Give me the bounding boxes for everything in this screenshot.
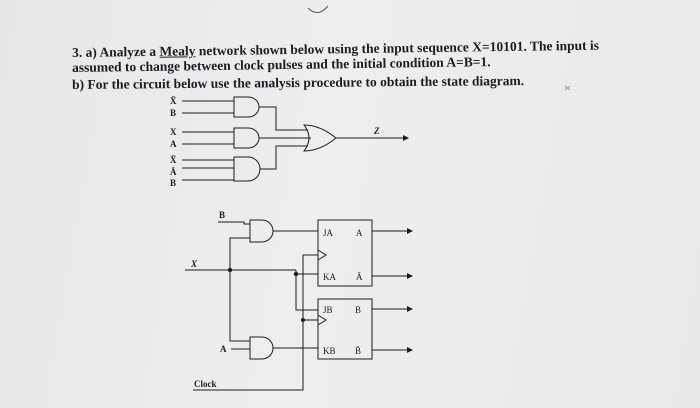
input-label-b-2: B [170,178,176,188]
input-label-b-3: B [219,210,225,220]
top-input-labels: X̄ B X A X̄ Ā B Z [170,96,380,188]
and-gate-4 [249,219,274,243]
stray-mark [307,5,329,13]
ff-a-k-label: KA [323,272,336,282]
output-label-z: Z [373,126,380,136]
ff-a-j-label: JA [323,228,334,238]
input-label-xbar-2: X̄ [170,155,177,165]
bottom-labels: B X A Clock JA A KA Ā JB B KB B̄ [190,210,363,389]
ff-b-q-label: B [355,305,361,315]
and-gate-2 [233,127,260,149]
top-circuit [182,96,409,182]
input-label-a-2: A [220,344,227,354]
ff-b-qbar-label: B̄ [355,346,361,356]
stray-mark-2 [564,85,571,91]
input-label-b-1: B [170,108,176,118]
and-gate-1 [233,96,260,118]
flipflop-a [317,219,373,287]
ff-b-k-label: KB [323,346,336,356]
clock-label: Clock [194,379,217,389]
junction-dots [227,267,305,322]
ff-a-q-label: A [356,228,363,238]
input-label-a: A [170,139,177,149]
and-gate-3 [233,156,261,182]
input-label-abar: Ā [170,167,177,177]
input-label-xbar-1: X̄ [170,96,177,106]
input-label-x-2: X [190,259,198,269]
bottom-circuit [185,219,413,391]
input-label-x: X [170,127,177,137]
flipflop-b [317,298,373,360]
and-gate-5 [249,336,274,360]
or-gate [302,124,337,152]
ff-b-j-label: JB [323,305,333,315]
ff-a-qbar-label: Ā [356,272,363,282]
